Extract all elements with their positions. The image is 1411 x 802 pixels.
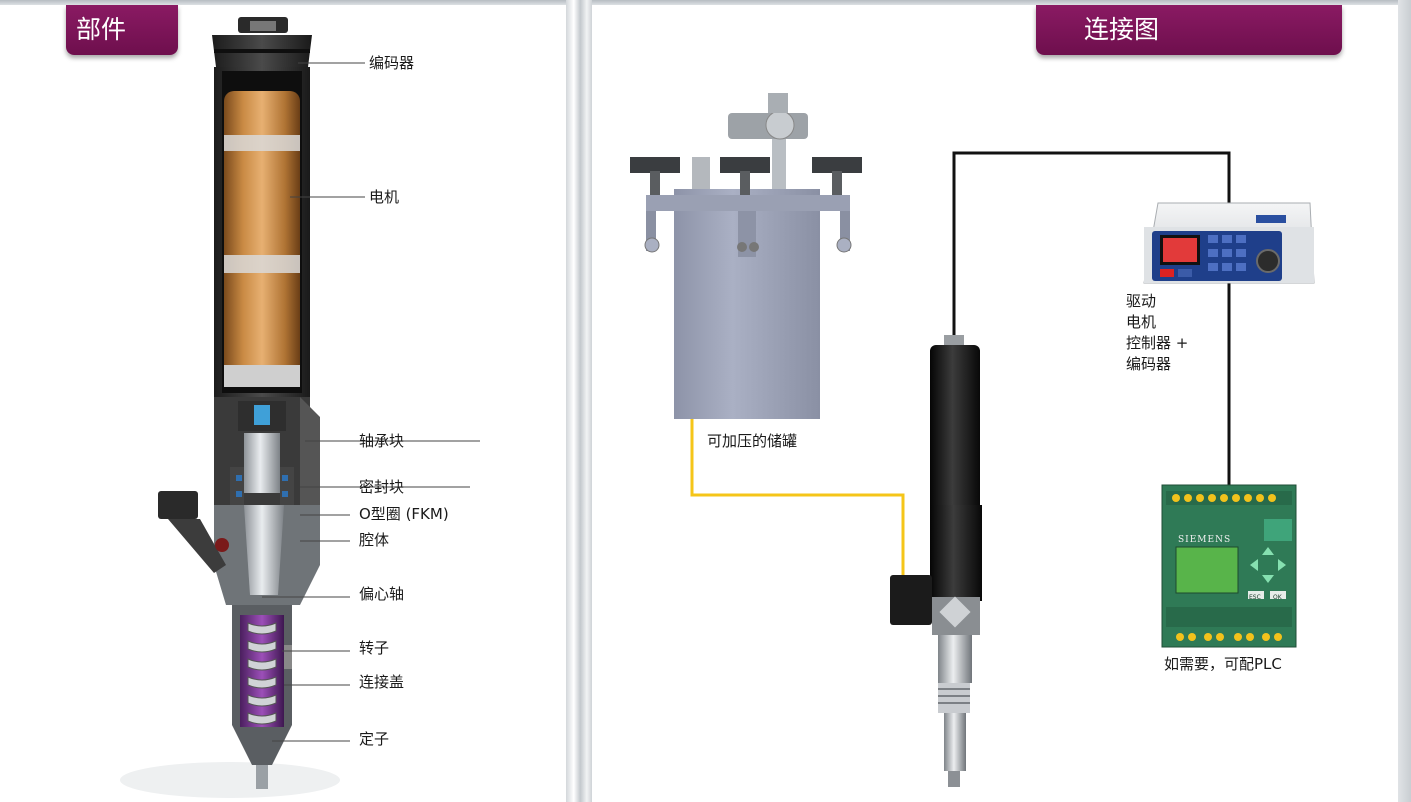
controller-label-line-1: 驱动 [1126, 292, 1157, 310]
tank-label: 可加压的储罐 [707, 432, 798, 450]
panel-divider [566, 0, 592, 802]
callout-cavity: 腔体 [359, 531, 390, 549]
connection-title: 连接图 [1036, 5, 1342, 55]
callout-connecting-cap: 连接盖 [359, 673, 405, 691]
plc-esc-key: ESC [1249, 594, 1261, 601]
callout-eccentric-shaft: 偏心轴 [359, 585, 405, 603]
material-feed-tube [690, 417, 905, 583]
plc-brand-label: SIEMENS [1178, 535, 1232, 545]
connection-panel: 连接图 [592, 5, 1398, 802]
motor-body [224, 91, 300, 387]
controller-label-line-2: 电机 [1126, 313, 1157, 331]
top-strip [0, 0, 1411, 5]
inlet-connector [158, 491, 198, 519]
callout-seal-block: 密封块 [359, 478, 405, 496]
callout-motor: 电机 [369, 188, 400, 206]
right-edge [1398, 0, 1411, 802]
dispenser-cutaway-illustration [120, 17, 480, 798]
callout-encoder: 编码器 [369, 54, 415, 72]
controller-unit [1143, 202, 1315, 284]
pressure-tank [630, 93, 862, 419]
plc-ok-key: OK [1273, 594, 1282, 601]
plc-label: 如需要，可配PLC [1164, 655, 1282, 673]
callout-o-ring: O型圈 (FKM) [359, 505, 449, 523]
rotor-helix [247, 622, 277, 725]
dispenser-unit [890, 335, 982, 787]
callout-rotor: 转子 [359, 639, 390, 657]
plc-unit [1161, 484, 1297, 648]
controller-label: 驱动 电机 控制器 + 编码器 [1126, 291, 1188, 375]
callout-stator: 定子 [359, 730, 390, 748]
components-title: 部件 [66, 5, 178, 55]
components-panel: 部件 [0, 5, 566, 802]
connection-diagram [630, 93, 1315, 787]
callout-bearing-block: 轴承块 [359, 432, 405, 450]
controller-label-line-3: 控制器 + [1126, 334, 1189, 352]
encoder-cable [952, 151, 1231, 335]
nozzle [256, 765, 268, 789]
controller-label-line-4: 编码器 [1126, 355, 1172, 373]
